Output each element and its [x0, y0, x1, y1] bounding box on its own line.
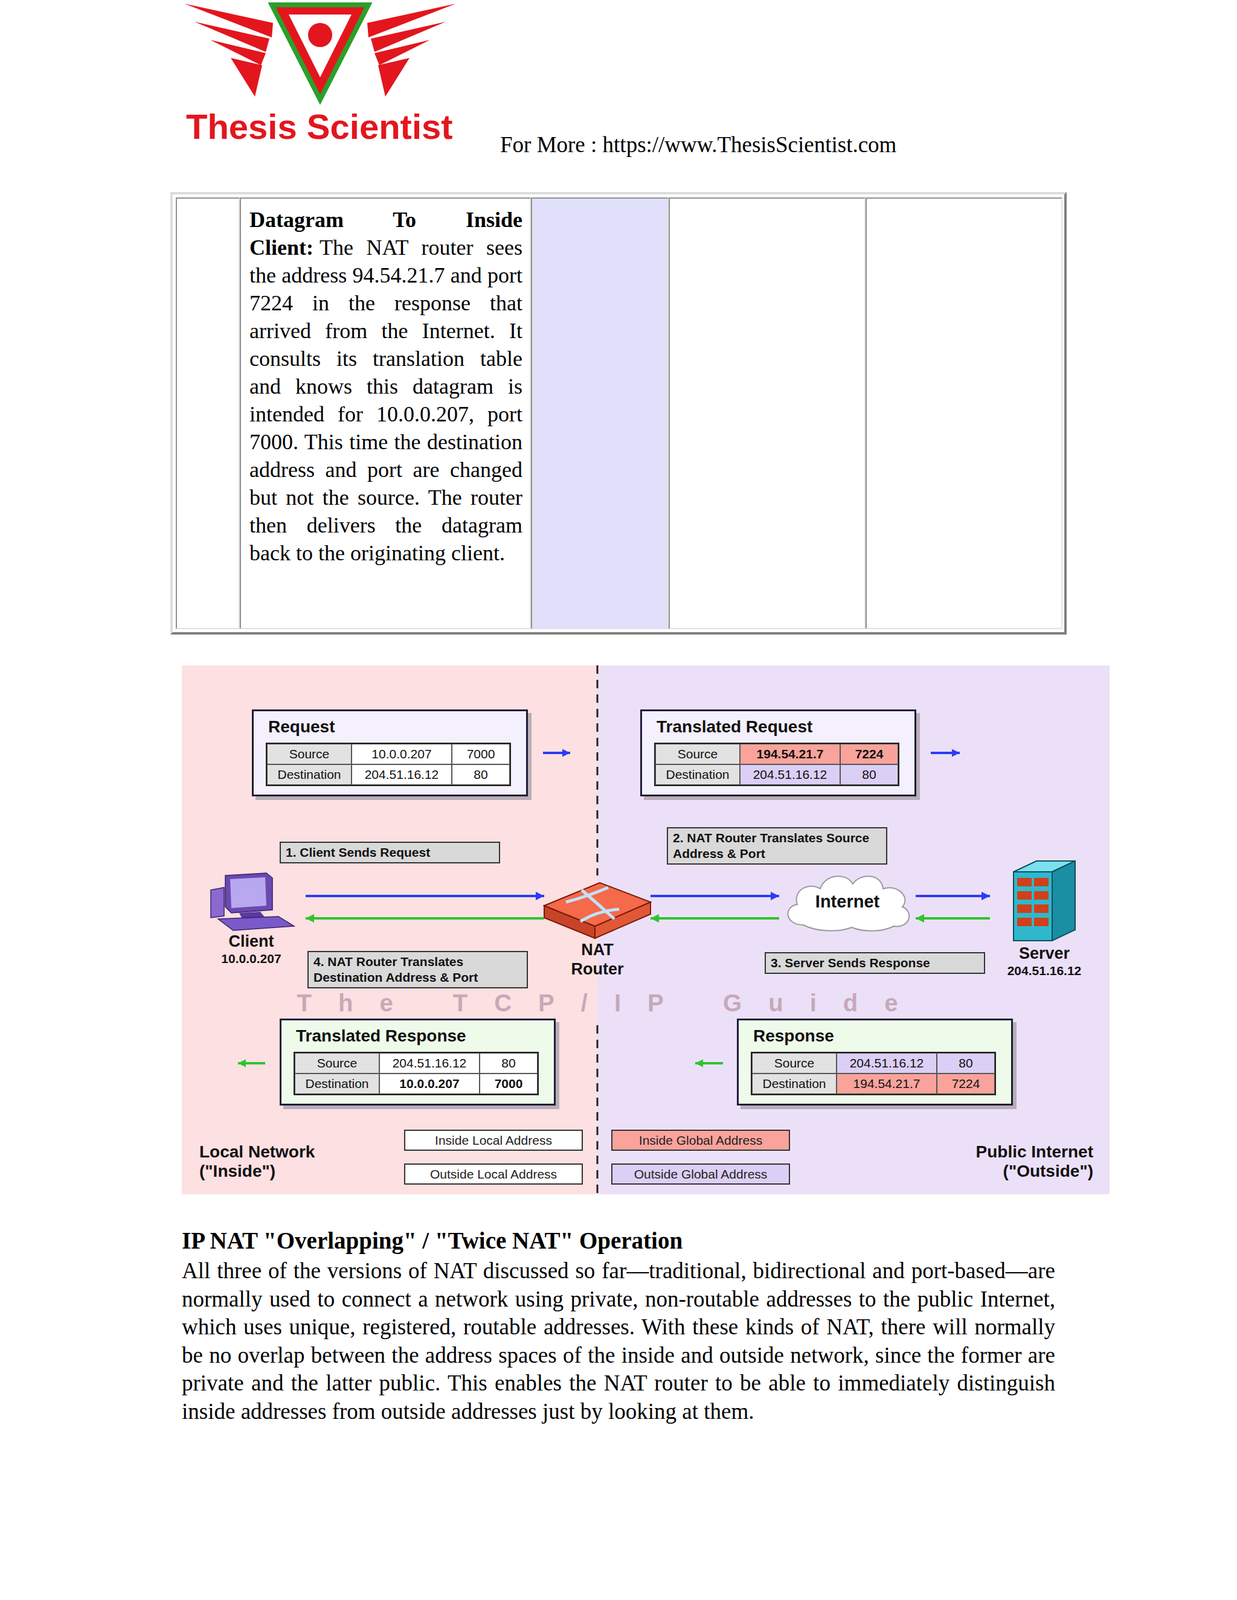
- device-address: 10.0.0.207: [196, 951, 306, 967]
- address-cell: 194.54.21.7: [739, 744, 841, 765]
- address-cell: 7224: [840, 744, 899, 765]
- field-name: Source: [751, 1053, 837, 1074]
- nat-diagram: Local Network ("Inside")RequestSource10.…: [181, 665, 1110, 1195]
- flow-arrows: [237, 753, 960, 1064]
- section-heading: IP NAT "Overlapping" / "Twice NAT" Opera…: [181, 1227, 683, 1256]
- packet-box: Translated RequestSource194.54.21.77224D…: [640, 709, 917, 797]
- connector-arrow: [650, 917, 780, 920]
- legend-label: Outside Global Address: [634, 1166, 768, 1183]
- legend-swatch: Inside Global Address: [611, 1130, 791, 1152]
- box-title: Translated Response: [295, 1025, 542, 1048]
- table-cell: [530, 197, 669, 630]
- logo-text: Thesis Scientist: [186, 106, 454, 148]
- field-name: Destination: [294, 1073, 380, 1095]
- legend-label: Outside Local Address: [430, 1166, 557, 1183]
- device-name: Client: [196, 931, 306, 952]
- right-wing: [367, 3, 457, 97]
- step-callout: 1. Client Sends Request: [279, 841, 501, 864]
- callout-text: 2. NAT Router Translates Source Address …: [672, 830, 882, 862]
- step-callout: 2. NAT Router Translates Source Address …: [666, 827, 888, 865]
- legend-swatch: Outside Local Address: [404, 1163, 583, 1186]
- device-address: 204.51.16.12: [989, 963, 1099, 979]
- callout-text: 3. Server Sends Response: [770, 955, 980, 972]
- client-computer-icon: [210, 873, 295, 931]
- internet-cloud: Internet: [779, 869, 916, 934]
- triangle-emblem: [271, 4, 369, 100]
- address-cell: 7000: [451, 744, 510, 765]
- connector-arrow: [305, 917, 545, 920]
- address-cell: 10.0.0.207: [379, 1073, 480, 1095]
- site-link: For More : https://www.ThesisScientist.c…: [500, 131, 897, 159]
- address-table: Source194.54.21.77224Destination204.51.1…: [654, 742, 900, 787]
- router-icon: [544, 883, 651, 939]
- address-cell: 7000: [479, 1073, 538, 1095]
- connector-arrow: [650, 895, 780, 898]
- device-name: Server: [989, 944, 1099, 964]
- packet-box: RequestSource10.0.0.2077000Destination20…: [251, 709, 528, 797]
- box-title: Request: [268, 716, 515, 739]
- table-cell: [668, 197, 866, 630]
- device-name: NAT Router: [558, 940, 637, 980]
- legend-swatch: Inside Local Address: [404, 1130, 583, 1152]
- packet-box: Translated ResponseSource204.51.16.1280D…: [279, 1018, 556, 1106]
- table-cell: [175, 197, 240, 630]
- legend-label: Inside Local Address: [434, 1133, 553, 1149]
- cloud-label: Internet: [815, 891, 880, 913]
- watermark: The TCP/IP Guide: [205, 989, 1016, 1017]
- left-wing: [184, 3, 274, 97]
- table-frame: Datagram To Inside Client:The NAT router…: [170, 192, 1067, 635]
- address-cell: 204.51.16.12: [351, 764, 452, 786]
- connector-arrow: [305, 895, 545, 898]
- logo-emblem: [181, 0, 460, 109]
- address-table: Source204.51.16.1280Destination194.54.21…: [750, 1052, 997, 1096]
- box-title: Translated Request: [656, 716, 903, 739]
- address-cell: 204.51.16.12: [836, 1053, 937, 1074]
- field-name: Source: [655, 744, 740, 765]
- packet-box: ResponseSource204.51.16.1280Destination1…: [736, 1018, 1013, 1106]
- address-table: Source204.51.16.1280Destination10.0.0.20…: [293, 1052, 539, 1096]
- address-cell: 80: [451, 764, 510, 786]
- address-cell: 80: [936, 1053, 995, 1074]
- cell-paragraph: Datagram To Inside Client:The NAT router…: [249, 205, 523, 568]
- address-cell: 10.0.0.207: [351, 744, 452, 765]
- field-name: Source: [266, 744, 352, 765]
- body-paragraph: All three of the versions of NAT discuss…: [181, 1257, 1056, 1427]
- step-callout: 3. Server Sends Response: [764, 952, 986, 975]
- address-cell: 80: [479, 1053, 538, 1074]
- field-name: Destination: [655, 764, 740, 786]
- connector-arrow: [915, 917, 990, 920]
- legend-swatch: Outside Global Address: [611, 1163, 791, 1186]
- address-cell: 7224: [936, 1073, 995, 1095]
- table-cell: Datagram To Inside Client:The NAT router…: [239, 197, 531, 630]
- step-callout: 4. NAT Router Translates Destination Add…: [307, 951, 528, 989]
- callout-text: 1. Client Sends Request: [285, 845, 495, 861]
- address-cell: 204.51.16.12: [739, 764, 841, 786]
- table-cell: [865, 197, 1063, 630]
- server-icon: [1013, 861, 1076, 942]
- callout-text: 4. NAT Router Translates Destination Add…: [313, 954, 522, 986]
- region-label: Local Network ("Inside"): [199, 1142, 351, 1182]
- legend-label: Inside Global Address: [639, 1133, 763, 1149]
- field-name: Destination: [266, 764, 352, 786]
- region-label: Public Internet ("Outside"): [918, 1142, 1094, 1182]
- field-name: Destination: [751, 1073, 837, 1095]
- cell-text: The NAT router sees the address 94.54.21…: [249, 235, 523, 566]
- connector-arrow: [915, 895, 990, 898]
- box-title: Response: [753, 1025, 1000, 1048]
- field-name: Source: [294, 1053, 380, 1074]
- address-cell: 204.51.16.12: [379, 1053, 480, 1074]
- address-cell: 80: [840, 764, 899, 786]
- address-cell: 194.54.21.7: [836, 1073, 937, 1095]
- address-table: Source10.0.0.2077000Destination204.51.16…: [265, 742, 511, 787]
